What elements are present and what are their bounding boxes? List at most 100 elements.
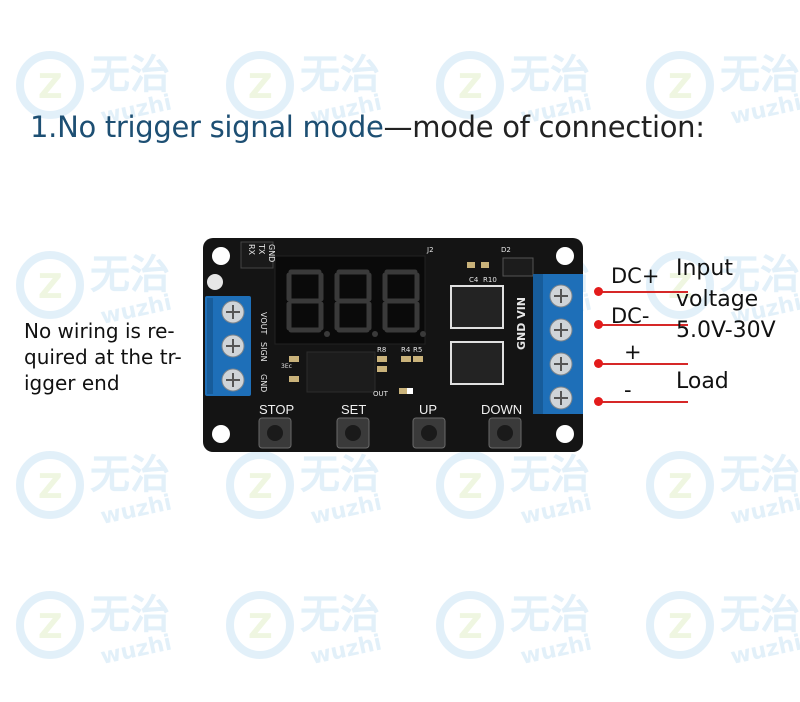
timer-relay-board: VOUT SIGN GND RX TX GND D2 J2 C4 R10 R8 … — [203, 238, 601, 452]
lead-dc-plus — [598, 291, 688, 293]
push-buttons — [258, 417, 522, 449]
input-label-line2: voltage — [676, 287, 759, 312]
button-label-stop: STOP — [259, 402, 294, 417]
lead-load-plus — [598, 363, 688, 365]
decimal-point — [372, 331, 378, 337]
silk-r10: R10 — [483, 276, 497, 284]
svg-text:Z: Z — [458, 607, 483, 647]
svg-text:Z: Z — [668, 67, 693, 107]
mount-hole — [212, 425, 230, 443]
svg-text:Z: Z — [668, 267, 693, 307]
silk-vout: VOUT — [259, 312, 268, 334]
load-label: Load — [676, 369, 729, 394]
silk-out: OUT — [373, 390, 389, 398]
logo-icon — [207, 274, 223, 290]
serial-header — [240, 241, 274, 269]
label-dc-minus: DC- — [611, 304, 650, 328]
svg-text:Z: Z — [248, 67, 273, 107]
terminal-screws — [221, 300, 245, 392]
svg-text:Z: Z — [248, 467, 273, 507]
mount-hole — [556, 425, 574, 443]
lead-load-minus — [598, 401, 688, 403]
svg-text:无治: 无治 — [510, 592, 590, 638]
status-led — [407, 388, 413, 394]
lead-dot — [594, 397, 603, 406]
lead-dot — [594, 359, 603, 368]
svg-text:无治: 无治 — [300, 452, 380, 498]
svg-text:Z: Z — [668, 607, 693, 647]
diode-d2 — [502, 257, 534, 277]
decimal-point — [420, 331, 426, 337]
title-connection: —mode of connection: — [383, 110, 705, 144]
svg-text:无治: 无治 — [90, 252, 170, 298]
trigger-note: No wiring is re-quired at the tr-igger e… — [24, 319, 182, 395]
label-dc-plus: DC+ — [611, 264, 660, 288]
svg-text:无治: 无治 — [510, 452, 590, 498]
svg-text:Z: Z — [38, 467, 63, 507]
silk-r5: R5 — [413, 346, 422, 354]
terminal-screws — [549, 284, 573, 410]
svg-text:无治: 无治 — [90, 452, 170, 498]
label-plus: + — [624, 340, 642, 364]
input-label-line3: 5.0V-30V — [676, 318, 776, 343]
svg-text:无治: 无治 — [90, 52, 170, 98]
silk-tx: TX — [257, 243, 266, 255]
decimal-point — [324, 331, 330, 337]
svg-text:Z: Z — [248, 607, 273, 647]
mcu-chip — [306, 351, 376, 393]
mosfet — [450, 341, 504, 385]
page-title: 1.No trigger signal mode—mode of connect… — [30, 110, 705, 144]
silk-3ec: 3Ec — [281, 363, 292, 370]
svg-text:无治: 无治 — [300, 52, 380, 98]
mount-hole — [212, 247, 230, 265]
button-label-set: SET — [341, 402, 366, 417]
svg-text:无治: 无治 — [510, 52, 590, 98]
lead-dc-minus — [598, 324, 688, 326]
svg-text:无治: 无治 — [300, 592, 380, 638]
svg-text:无治: 无治 — [720, 592, 800, 638]
silk-r8: R8 — [377, 346, 386, 354]
svg-text:Z: Z — [38, 267, 63, 307]
lead-dot — [594, 287, 603, 296]
silk-d2: D2 — [501, 246, 511, 254]
silk-sign: SIGN — [259, 342, 268, 362]
svg-text:Z: Z — [668, 467, 693, 507]
silk-gnd: GND — [259, 374, 268, 392]
svg-text:Z: Z — [458, 67, 483, 107]
silk-rx: RX — [247, 244, 256, 256]
silk-gnd-top: GND — [267, 244, 276, 262]
button-label-up: UP — [419, 402, 437, 417]
smd-parts — [289, 262, 489, 394]
input-voltage-label: Input voltage 5.0V-30V — [676, 253, 776, 346]
title-mode: 1.No trigger signal mode — [30, 110, 384, 144]
mosfet — [450, 285, 504, 329]
silk-j2: J2 — [426, 246, 434, 254]
svg-text:无治: 无治 — [720, 52, 800, 98]
svg-text:Z: Z — [458, 467, 483, 507]
svg-text:Z: Z — [38, 67, 63, 107]
mount-hole — [556, 247, 574, 265]
svg-text:无治: 无治 — [90, 592, 170, 638]
silk-gnd-vin: GND VIN — [515, 297, 528, 350]
lead-dot — [594, 320, 603, 329]
label-minus: - — [624, 378, 632, 402]
svg-text:Z: Z — [38, 607, 63, 647]
input-label-line1: Input — [676, 256, 733, 281]
svg-text:无治: 无治 — [720, 452, 800, 498]
svg-text:无治: 无治 — [720, 252, 800, 298]
silk-r4: R4 — [401, 346, 411, 354]
button-label-down: DOWN — [481, 402, 522, 417]
